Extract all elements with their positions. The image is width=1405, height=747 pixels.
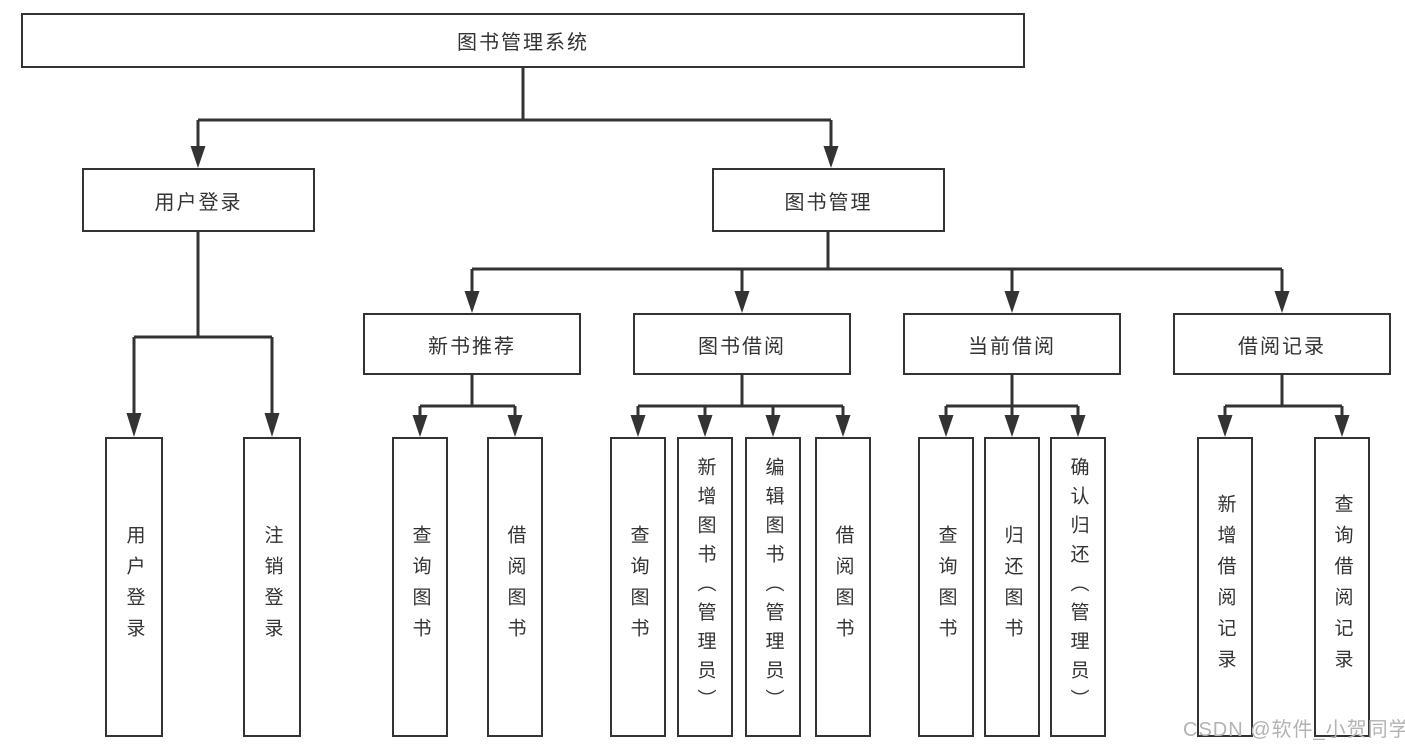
leaf-add-borrow-record: 新增借阅记录 — [1197, 437, 1253, 737]
leaf-return-book: 归还图书 — [984, 437, 1040, 737]
leaf-query-book-recommend: 查询图书 — [392, 437, 448, 737]
node-label: 图书管理系统 — [457, 32, 589, 54]
node-new-book-recommend: 新书推荐 — [363, 313, 581, 375]
node-label: 确认归还（管理员） — [1067, 456, 1089, 718]
leaf-edit-book-admin: 编辑图书（管理员） — [745, 437, 801, 737]
leaf-borrow-book: 借阅图书 — [815, 437, 871, 737]
watermark-text: CSDN @软件_小贺同学 — [1183, 719, 1405, 741]
node-label: 借阅图书 — [832, 525, 854, 649]
leaf-user-login: 用户登录 — [105, 437, 163, 737]
node-label: 用户登录 — [154, 191, 243, 214]
node-label: 新增图书（管理员） — [694, 456, 716, 718]
node-label: 用户登录 — [123, 525, 145, 649]
leaf-query-book-borrow: 查询图书 — [610, 437, 666, 737]
node-label: 当前借阅 — [968, 335, 1056, 358]
node-borrow-records: 借阅记录 — [1173, 313, 1391, 375]
node-book-borrow: 图书借阅 — [633, 313, 851, 375]
leaf-logout: 注销登录 — [243, 437, 301, 737]
node-label: 查询图书 — [627, 525, 649, 649]
node-label: 查询借阅记录 — [1331, 494, 1353, 680]
node-label: 查询图书 — [409, 525, 431, 649]
node-label: 编辑图书（管理员） — [762, 456, 784, 718]
node-book-management: 图书管理 — [712, 168, 945, 232]
node-root-library-system: 图书管理系统 — [21, 13, 1025, 68]
node-current-borrow: 当前借阅 — [903, 313, 1121, 375]
node-label: 图书管理 — [784, 191, 873, 214]
node-label: 借阅图书 — [504, 525, 526, 649]
node-user-login: 用户登录 — [82, 168, 315, 232]
leaf-confirm-return-admin: 确认归还（管理员） — [1050, 437, 1106, 737]
node-label: 注销登录 — [261, 525, 283, 649]
node-label: 借阅记录 — [1238, 335, 1326, 358]
leaf-borrow-book-recommend: 借阅图书 — [487, 437, 543, 737]
node-label: 查询图书 — [935, 525, 957, 649]
leaf-add-book-admin: 新增图书（管理员） — [677, 437, 733, 737]
node-label: 归还图书 — [1001, 525, 1023, 649]
node-label: 新书推荐 — [428, 335, 516, 358]
leaf-query-book-current: 查询图书 — [918, 437, 974, 737]
node-label: 新增借阅记录 — [1214, 494, 1236, 680]
leaf-query-borrow-record: 查询借阅记录 — [1314, 437, 1370, 737]
node-label: 图书借阅 — [698, 335, 786, 358]
